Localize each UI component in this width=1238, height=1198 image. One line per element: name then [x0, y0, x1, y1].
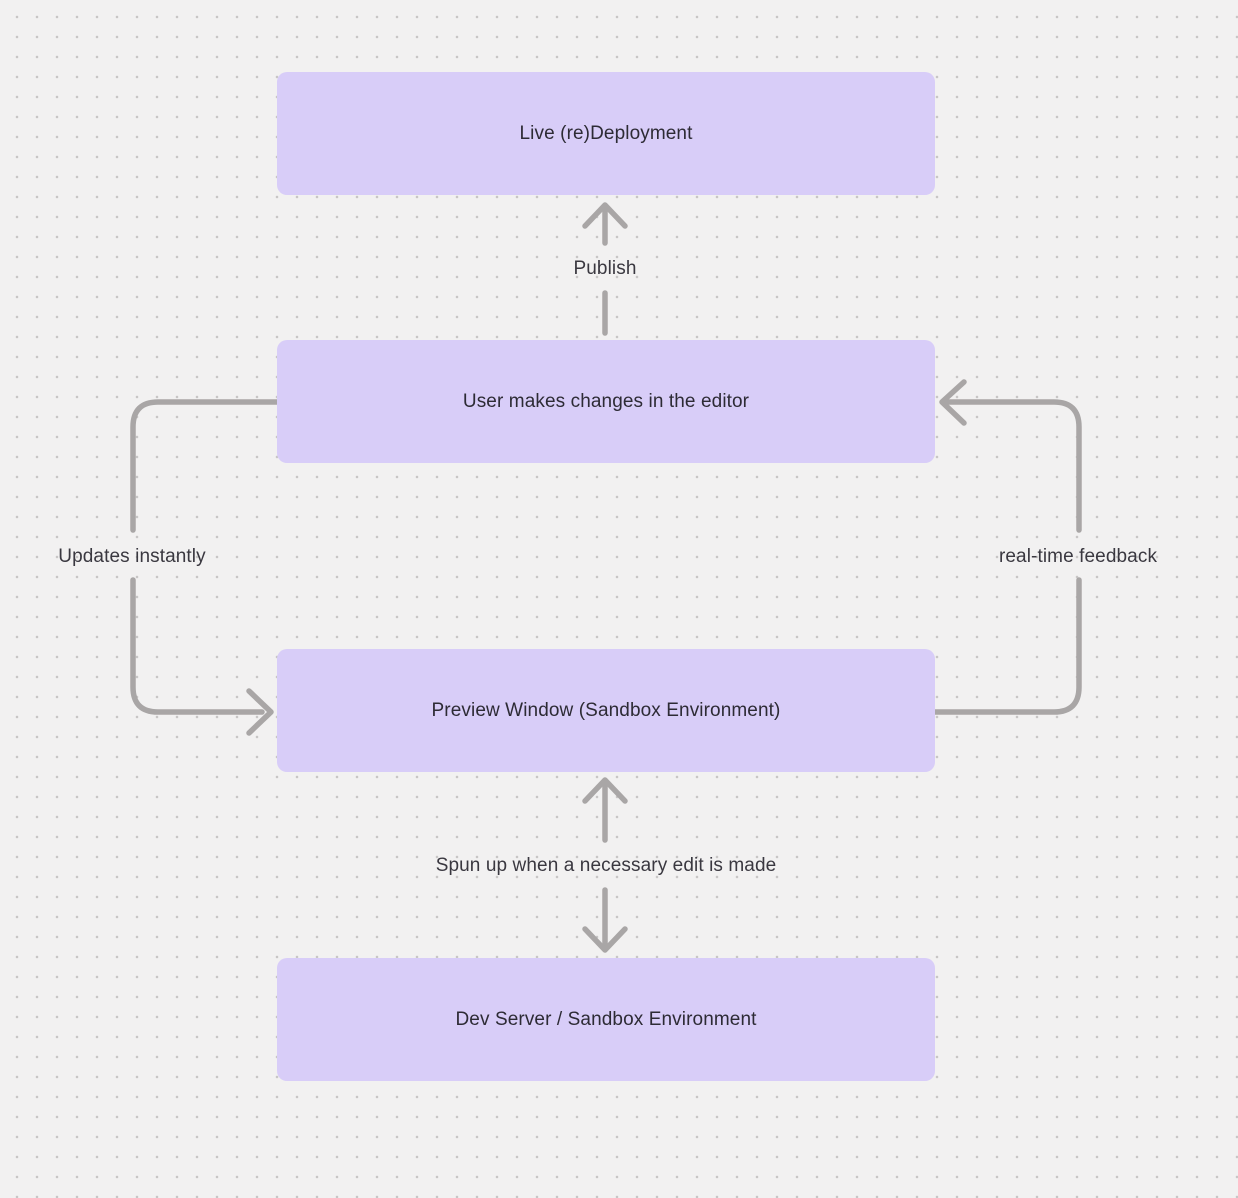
- edge-feedback-segment-upper: [945, 399, 1082, 533]
- edge-publish: [582, 202, 628, 336]
- edge-feedback-arrowhead-icon: [939, 379, 967, 426]
- node-preview-window-label: Preview Window (Sandbox Environment): [431, 699, 781, 721]
- edge-updates-instantly: [130, 399, 280, 736]
- edge-label-publish: Publish: [573, 258, 637, 279]
- node-preview-window[interactable]: Preview Window (Sandbox Environment): [277, 649, 935, 772]
- node-live-redeployment[interactable]: Live (re)Deployment: [277, 72, 935, 195]
- edge-updates-arrowhead-icon: [246, 688, 274, 736]
- node-dev-server-label: Dev Server / Sandbox Environment: [455, 1008, 757, 1030]
- node-dev-server[interactable]: Dev Server / Sandbox Environment: [277, 958, 935, 1081]
- edge-label-updates-instantly: Updates instantly: [58, 546, 206, 567]
- node-live-redeployment-label: Live (re)Deployment: [519, 122, 693, 144]
- edge-label-realtime-feedback: real-time feedback: [998, 546, 1158, 567]
- edge-realtime-feedback: [932, 379, 1082, 715]
- edge-updates-segment-upper: [130, 399, 280, 533]
- node-editor[interactable]: User makes changes in the editor: [277, 340, 935, 463]
- edge-spun-up: [582, 777, 628, 953]
- edge-label-spun-up: Spun up when a necessary edit is made: [435, 855, 777, 876]
- edge-updates-segment-lower: [130, 577, 265, 715]
- node-editor-label: User makes changes in the editor: [462, 390, 750, 412]
- edge-spunup-down-arrowhead-icon: [582, 926, 628, 953]
- edge-feedback-segment-lower: [932, 577, 1082, 715]
